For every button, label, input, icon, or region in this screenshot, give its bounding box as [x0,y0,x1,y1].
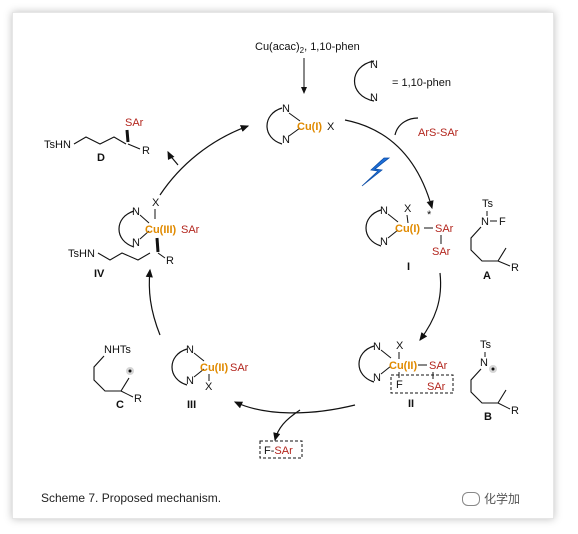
svg-text:SAr: SAr [435,223,454,235]
svg-text:N: N [373,372,381,384]
complex-II: N N X Cu(II) SAr F SAr II [358,340,454,410]
svg-text:TsHN: TsHN [68,248,95,260]
phen-arc-legend [353,60,375,102]
radical-C: NHTs R C [93,344,142,411]
substrate-A: Ts N F R A [470,198,519,282]
svg-text:N: N [132,206,140,218]
svg-text:NHTs: NHTs [104,344,131,356]
wechat-icon [462,491,480,506]
disulfide-entry [394,117,419,136]
arrow-to-I [344,119,434,210]
svg-text:TsHN: TsHN [44,139,71,151]
svg-text:R: R [511,405,519,417]
arrow-IV-to-cu1 [159,125,250,196]
svg-text:SAr: SAr [181,224,200,236]
watermark-text: 化学加 [484,492,521,506]
svg-text:R: R [511,262,519,274]
svg-text:N: N [373,341,381,353]
svg-text:B: B [484,411,492,423]
legend-label: = 1,10-phen [392,77,451,89]
svg-text:R: R [134,393,142,405]
svg-text:Cu(I): Cu(I) [395,223,420,235]
svg-text:F-SAr: F-SAr [264,445,293,457]
svg-text:SAr: SAr [125,117,144,129]
disulfide-label: ArS-SAr [418,127,459,139]
arrow-II-to-III [233,401,356,414]
svg-text:Cu(II): Cu(II) [200,362,228,374]
svg-text:Ts: Ts [480,339,492,351]
svg-text:X: X [404,203,412,215]
watermark: 化学加 [462,490,520,507]
scheme-card [12,12,554,519]
svg-text:Ts: Ts [482,198,494,210]
light-bolt-icon [361,157,391,187]
svg-text:N: N [481,216,489,228]
svg-text:Cu(III): Cu(III) [145,224,176,236]
arrow-III-to-IV [145,268,161,336]
svg-text:F: F [396,379,403,391]
svg-text:C: C [116,399,124,411]
legend-n-top: N [370,59,378,71]
svg-text:N: N [380,236,388,248]
svg-text:X: X [396,340,404,352]
svg-text:R: R [142,145,150,157]
svg-text:II: II [408,398,414,410]
svg-text:SAr: SAr [429,360,448,372]
svg-text:F: F [499,216,506,228]
complex-IV: N N X Cu(III) SAr TsHN R IV [68,197,200,280]
svg-text:X: X [205,381,213,393]
cu1-complex: N N Cu(I) X [266,103,335,146]
complex-I: N N X * Cu(I) SAr SAr I [365,203,454,273]
svg-text:*: * [427,209,432,221]
svg-text:N: N [380,205,388,217]
radical-B: Ts N R B [470,339,519,423]
svg-text:I: I [407,261,410,273]
svg-text:SAr: SAr [230,362,249,374]
svg-text:IV: IV [94,268,105,280]
svg-text:X: X [152,197,160,209]
arrow-to-D [167,150,179,166]
svg-text:SAr: SAr [427,381,446,393]
byproduct-fsar: F-SAr [259,440,303,459]
reagent-cu-acac: Cu(acac)2, 1,10-phen [255,41,360,55]
svg-text:N: N [186,375,194,387]
arrow-to-fsar [273,409,301,442]
legend-n-bottom: N [370,92,378,104]
svg-text:Cu(II): Cu(II) [389,360,417,372]
svg-text:N: N [282,103,290,115]
svg-text:X: X [327,121,335,133]
svg-text:R: R [166,255,174,267]
svg-text:SAr: SAr [432,246,451,258]
svg-text:III: III [187,399,196,411]
scheme-caption: Scheme 7. Proposed mechanism. [41,491,222,505]
svg-text:N: N [282,134,290,146]
arrow-I-to-II [419,272,442,341]
svg-text:D: D [97,152,105,164]
svg-text:N: N [186,344,194,356]
svg-text:N: N [132,237,140,249]
svg-text:A: A [483,270,491,282]
complex-III: N N Cu(II) SAr X III [171,344,249,411]
product-D: TsHN SAr R D [44,117,150,164]
svg-text:N: N [480,357,488,369]
svg-text:Cu(I): Cu(I) [297,121,322,133]
